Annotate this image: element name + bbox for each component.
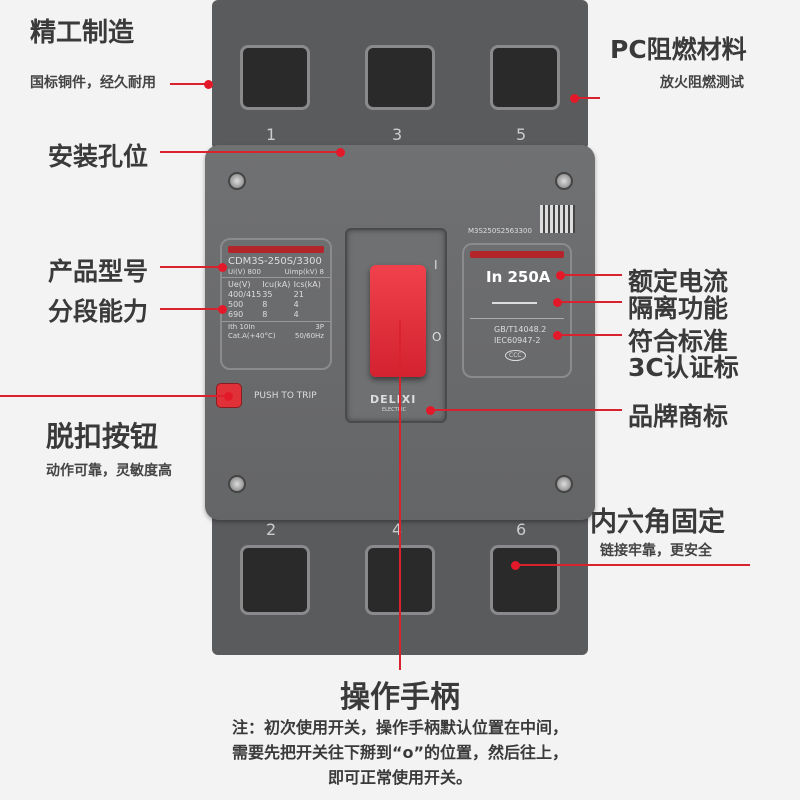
spec-label-panel: CDM3S-250S/3300 Ui(V) 800 Uimp(kV) 8 Ue(… [220, 238, 332, 370]
callout-mount-title: 安装孔位 [48, 142, 149, 171]
screw-icon [555, 475, 573, 493]
screw-icon [555, 172, 573, 190]
bottom-terminal-6 [490, 545, 560, 615]
callout-rated-title: 额定电流 [628, 267, 729, 296]
callout-craft-sub: 国标铜件，经久耐用 [30, 75, 156, 91]
standard-text: GB/T14048.2 [494, 325, 547, 334]
table-cell: 35 [262, 290, 273, 299]
screw-icon [228, 475, 246, 493]
uimp-text: Uimp(kV) 8 [284, 268, 324, 276]
callout-material-title: PC阻燃材料 [610, 35, 747, 64]
callout-trip-sub: 动作可靠，灵敏度高 [46, 463, 172, 479]
table-header: Ics(kA) [293, 280, 321, 289]
push-to-trip-label: PUSH TO TRIP [254, 391, 317, 401]
serial-number: M3S250S2563300 [468, 227, 532, 235]
model-text: CDM3S-250S/3300 [228, 256, 322, 267]
terminal-label: 1 [266, 125, 277, 144]
table-cell: 400/415 [228, 290, 262, 299]
usage-note: 注：初次使用开关，操作手柄默认位置在中间， 需要先把开关往下掰到“o”的位置，然… [0, 715, 800, 790]
rated-current: In 250A [486, 268, 551, 286]
table-cell: 8 [262, 300, 268, 309]
callout-trip-title: 脱扣按钮 [46, 420, 159, 453]
isolation-symbol-icon [492, 302, 537, 304]
rating-panel [462, 243, 572, 378]
operating-handle[interactable] [370, 265, 426, 377]
top-terminal-1 [240, 45, 310, 110]
table-header: Icu(kA) [262, 280, 291, 289]
table-cell: 21 [293, 290, 304, 299]
callout-breaking-title: 分段能力 [48, 297, 149, 326]
divider [470, 318, 564, 319]
terminal-label: 5 [516, 125, 527, 144]
brand-logo: DELIXI [370, 393, 417, 406]
brand-sub: ELECTRIC [382, 407, 407, 413]
callout-standard-sub: 3C认证标 [628, 353, 739, 382]
category-text: Cat.A(+40°C) [228, 332, 276, 340]
table-cell: 500 [228, 300, 244, 309]
ui-text: Ui(V) 800 [228, 268, 261, 276]
callout-brand-title: 品牌商标 [628, 402, 729, 431]
terminal-label: 6 [516, 520, 527, 539]
off-mark: O [432, 330, 442, 344]
qr-code [540, 205, 575, 233]
table-cell: 4 [293, 300, 299, 309]
screw-icon [228, 172, 246, 190]
callout-standard-title: 符合标准 [628, 327, 729, 356]
callout-isolation-title: 隔离功能 [628, 294, 729, 323]
top-terminal-3 [365, 45, 435, 110]
terminal-label: 3 [392, 125, 403, 144]
note-line-3: 即可正常使用开关。 [327, 768, 472, 787]
terminal-label: 4 [392, 520, 403, 539]
callout-hex-sub: 链接牢靠，更安全 [600, 543, 712, 559]
callout-hex-title: 内六角固定 [590, 507, 725, 538]
callout-material-sub: 放火阻燃测试 [660, 75, 744, 91]
ccc-mark-icon: CCC [505, 350, 526, 361]
terminal-label: 2 [266, 520, 277, 539]
callout-handle-title: 操作手柄 [340, 680, 460, 715]
on-mark: I [434, 258, 438, 272]
table-cell: 690 [228, 310, 244, 319]
note-line-1: 注：初次使用开关，操作手柄默认位置在中间， [231, 718, 568, 737]
bottom-terminal-2 [240, 545, 310, 615]
standard-text: IEC60947-2 [494, 336, 541, 345]
note-line-2: 需要先把开关往下掰到“o”的位置，然后往上， [231, 743, 569, 762]
table-cell: 4 [293, 310, 299, 319]
callout-model-title: 产品型号 [48, 257, 149, 286]
poles-text: 3P [315, 323, 324, 331]
frequency-text: 50/60Hz [294, 332, 324, 340]
ith-text: Ith 10In [228, 323, 255, 331]
callout-craft-title: 精工制造 [30, 18, 135, 48]
top-terminal-5 [490, 45, 560, 110]
table-cell: 8 [262, 310, 268, 319]
table-header: Ue(V) [228, 280, 251, 289]
